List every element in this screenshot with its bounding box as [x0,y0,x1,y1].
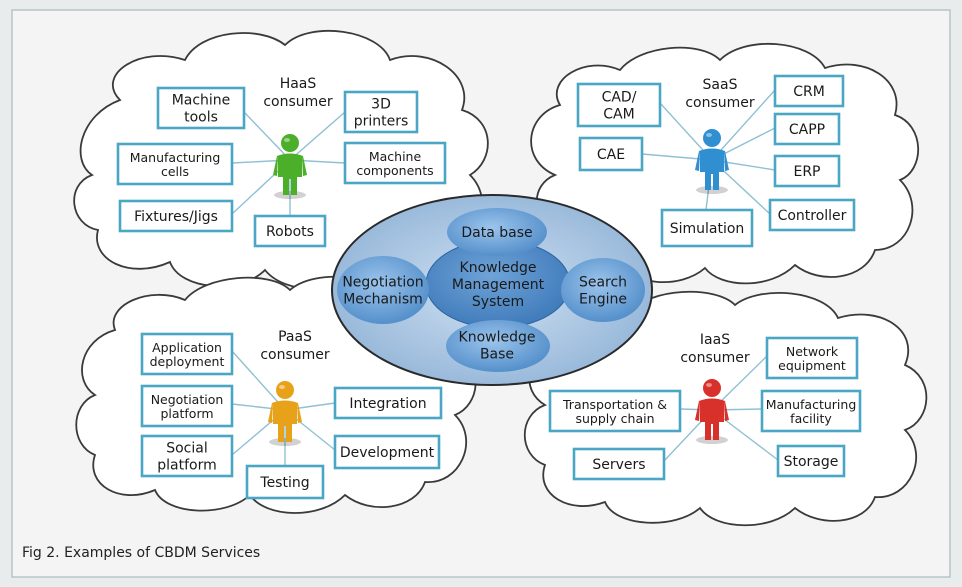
paas-box-3: Testing [245,464,325,500]
haas-item-label: Fixtures/Jigs [134,209,218,225]
saas-box-3: CRM [773,74,845,108]
iaas-person-icon [695,379,729,444]
saas-item-label: CAD/CAM [602,90,637,123]
saas-box-0: CAD/CAM [576,82,662,128]
saas-box-6: Controller [768,198,856,232]
paas-item-label: Integration [349,396,426,412]
iaas-box-4: Storage [776,444,846,478]
haas-item-label: Robots [266,224,314,240]
saas-box-4: CAPP [773,112,841,146]
consumer-figures [268,129,729,446]
saas-item-label: ERP [793,164,820,180]
haas-box-4: Fixtures/Jigs [118,199,234,233]
iaas-box-1: Transportation &supply chain [548,389,682,433]
paas-person-icon [268,381,302,446]
paas-box-4: Integration [333,386,443,420]
saas-box-2: Simulation [660,208,754,248]
iaas-item-label: Transportation &supply chain [562,397,667,426]
paas-item-label: Testing [259,475,309,491]
haas-box-5: Robots [253,214,327,248]
saas-person-icon [695,129,729,194]
hub-database-label: Data base [461,225,532,241]
saas-item-label: Controller [778,208,847,224]
saas-item-label: CRM [793,84,825,100]
paas-item-label: Development [340,445,435,461]
knowledge-hub [331,194,653,386]
saas-box-1: CAE [578,136,644,172]
iaas-item-label: Storage [784,454,839,470]
iaas-item-label: Servers [592,457,645,473]
haas-person-icon [273,134,307,199]
saas-item-label: Simulation [670,221,745,237]
saas-item-label: CAE [597,147,625,163]
figure-caption: Fig 2. Examples of CBDM Services [22,545,261,561]
saas-box-5: ERP [773,154,841,188]
iaas-box-3: Servers [572,447,666,481]
paas-box-5: Development [333,434,441,470]
saas-item-label: CAPP [789,122,825,138]
